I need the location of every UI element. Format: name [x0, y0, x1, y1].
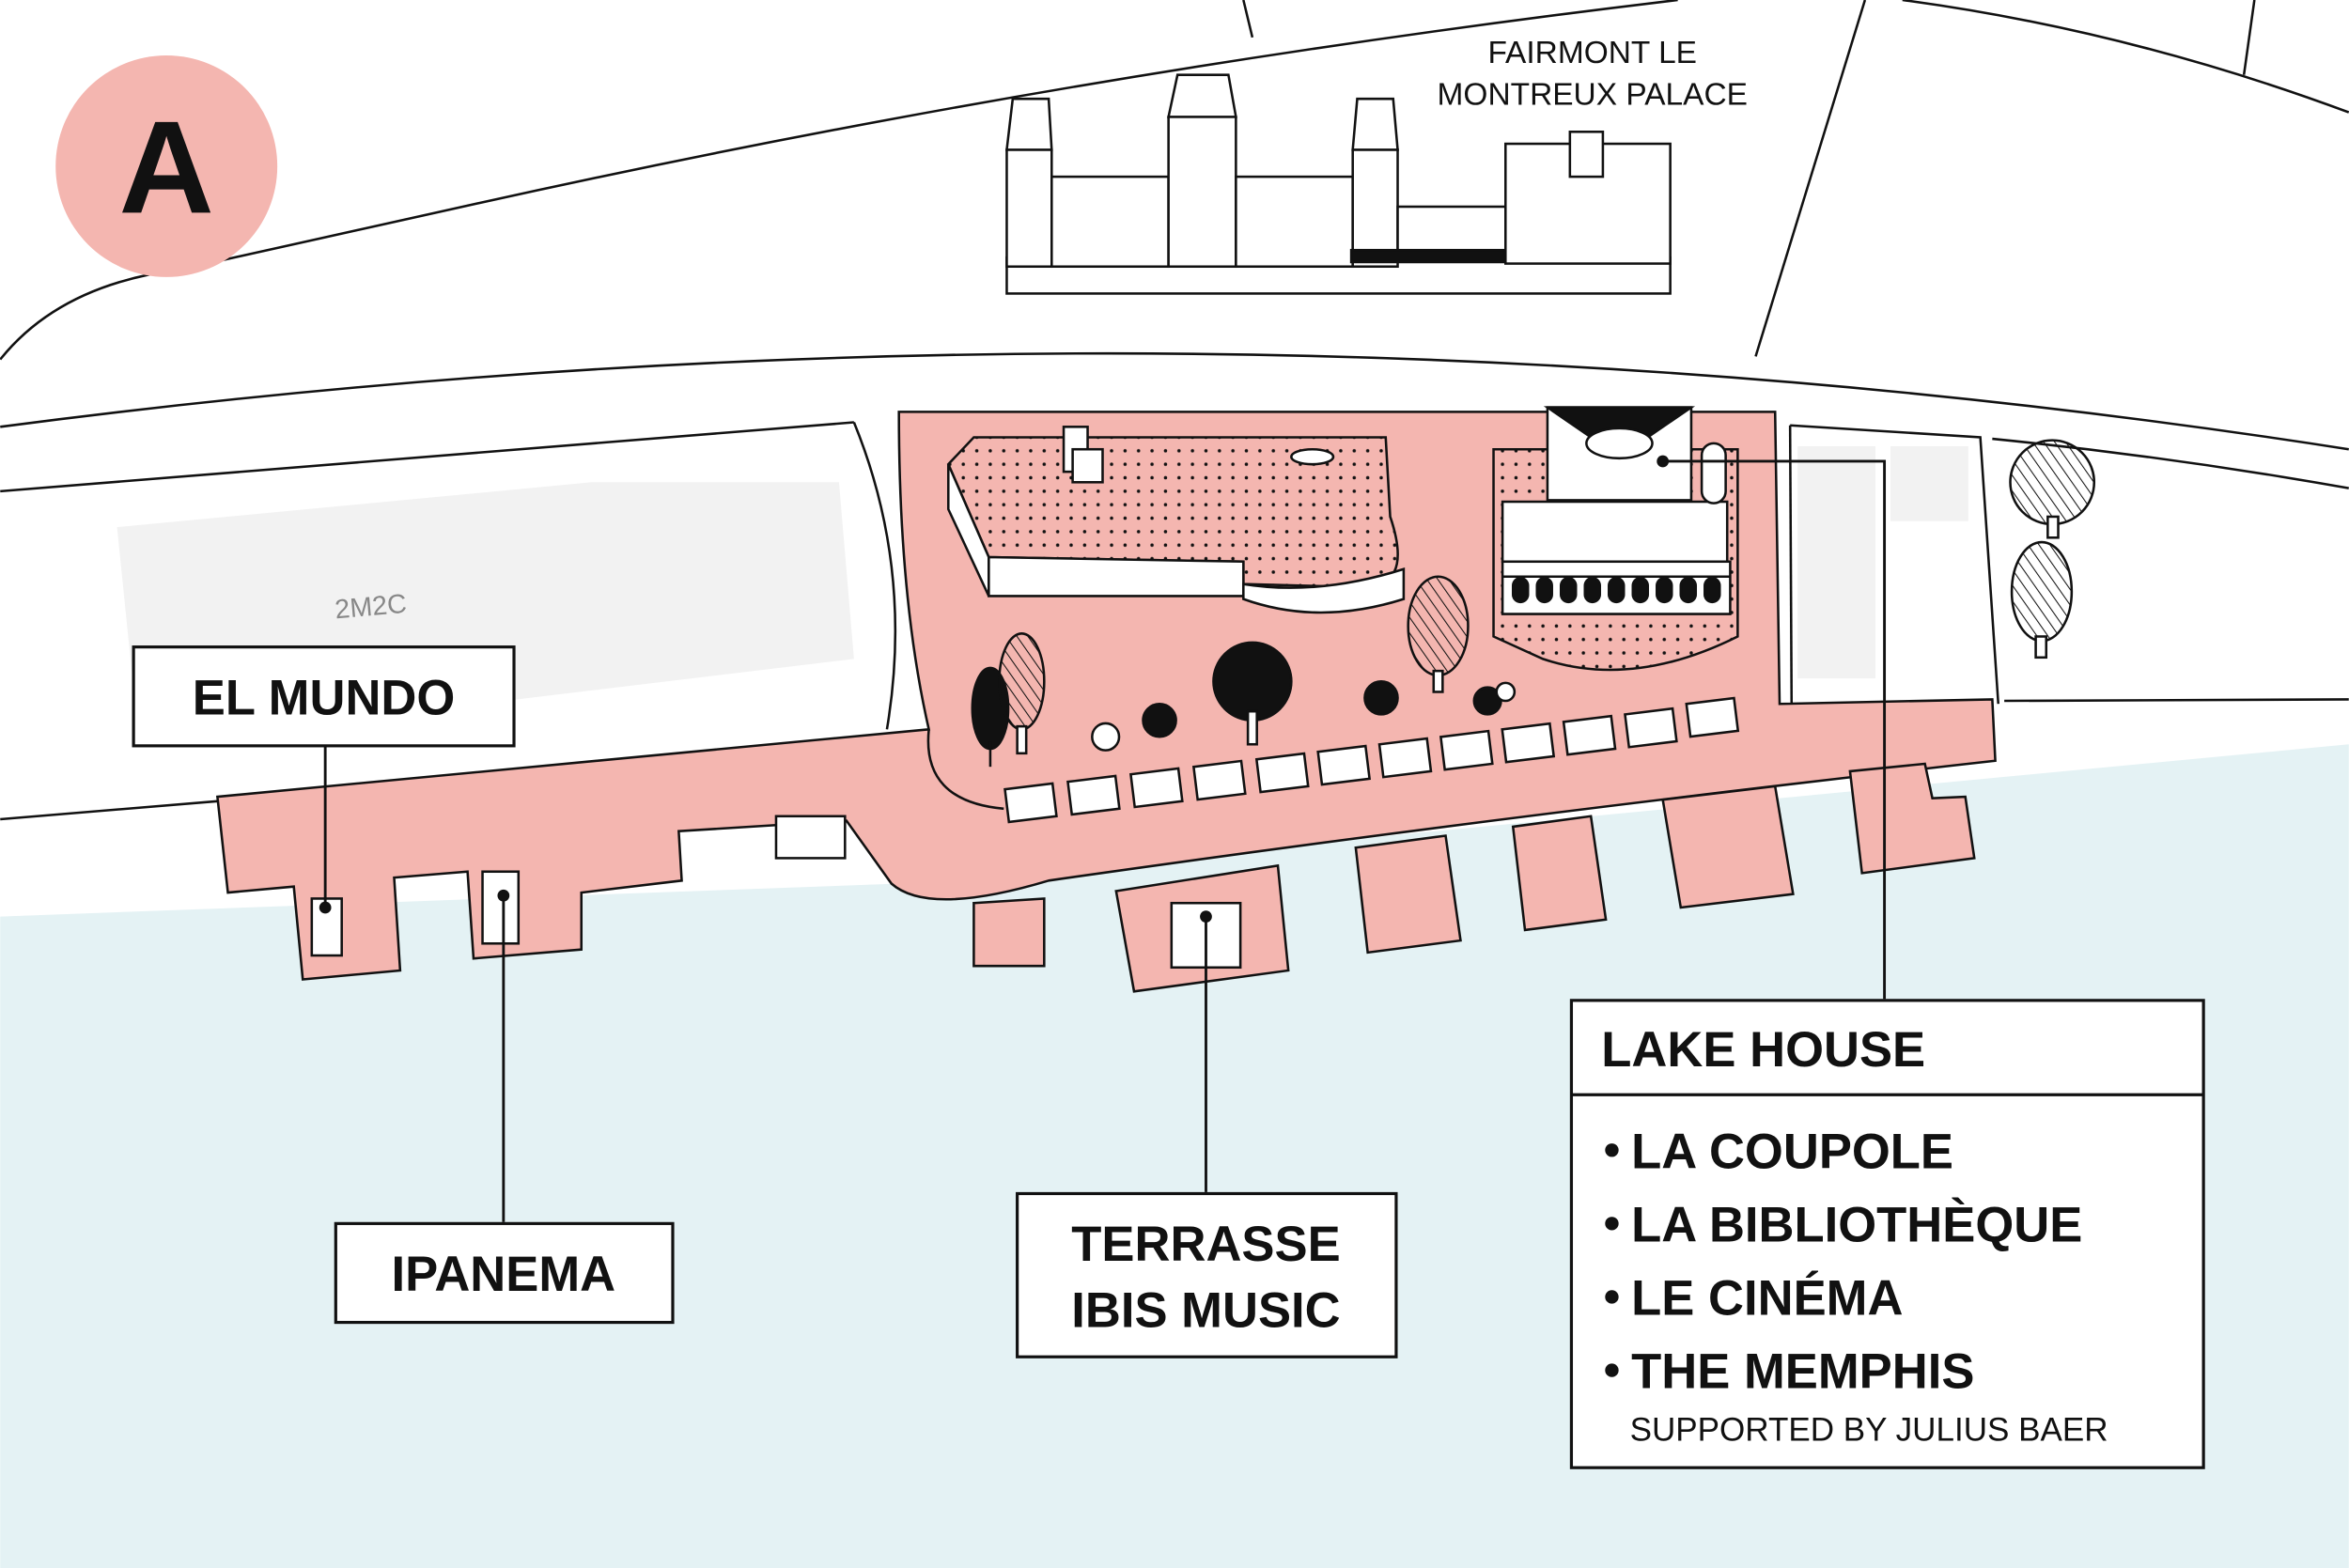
label-2m2c: 2M2C [334, 589, 408, 626]
block [1797, 446, 1876, 679]
lake-house-item: LA BIBLIOTHÈQUE [1631, 1197, 2082, 1252]
block [1890, 446, 1968, 521]
lake-house-item: LA COUPOLE [1631, 1124, 1953, 1179]
lake-house-item: LE CINÉMA [1631, 1271, 1903, 1327]
label-el-mundo[interactable]: EL MUNDO [132, 645, 516, 748]
lake-house-item: THE MEMPHIS [1631, 1344, 1974, 1400]
label-lake-house[interactable]: LAKE HOUSE LA COUPOLE LA BIBLIOTHÈQUE LE… [1569, 999, 2205, 1469]
terrasse-line2: IBIS MUSIC [1071, 1282, 1340, 1338]
zone-badge: A [55, 54, 278, 277]
conference-building [946, 426, 1406, 614]
hotel-label-line2: MONTREUX PALACE [1438, 78, 1748, 113]
zone-letter: A [119, 93, 214, 241]
hotel-building [1005, 73, 1672, 295]
label-ipanema[interactable]: IPANEMA [334, 1221, 675, 1325]
lake-house-building [1492, 406, 1739, 672]
el-mundo-text: EL MUNDO [193, 670, 456, 725]
hotel-label-line1: FAIRMONT LE [1487, 36, 1697, 70]
lake-house-title: LAKE HOUSE [1601, 1022, 1925, 1078]
label-terrasse-ibis-music[interactable]: TERRASSE IBIS MUSIC [1016, 1191, 1398, 1358]
roads [0, 0, 2349, 821]
trees [971, 439, 2096, 768]
terrasse-line1: TERRASSE [1071, 1217, 1340, 1272]
leader-lines [319, 455, 1887, 1222]
ipanema-text: IPANEMA [392, 1247, 616, 1302]
market-stalls [1003, 696, 1740, 824]
pavilions [310, 870, 1242, 970]
lake-house-sponsor: SUPPORTED BY JULIUS BAER [1630, 1412, 2108, 1449]
